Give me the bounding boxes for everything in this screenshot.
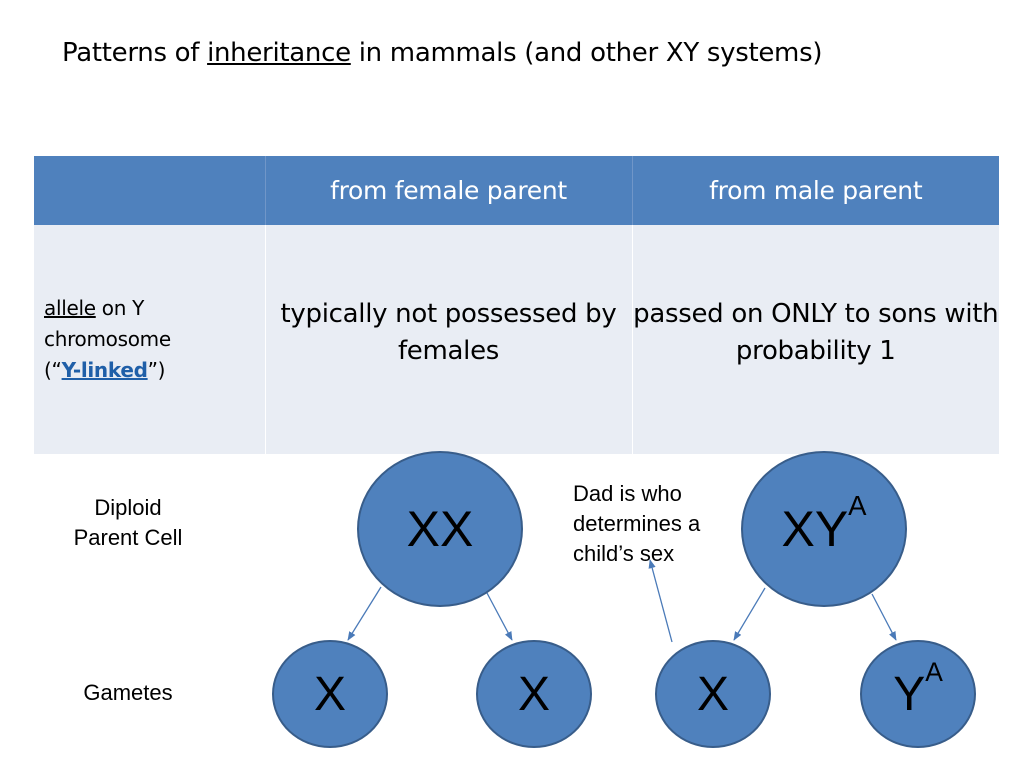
row-label-line2: chromosome: [44, 327, 171, 351]
gamete-1-text: X: [313, 667, 346, 721]
gamete-3: X: [655, 640, 771, 748]
title-suffix: in mammals (and other XY systems): [350, 38, 823, 68]
diploid-parent-cell-label: Diploid Parent Cell: [58, 493, 198, 553]
gamete-1: X: [272, 640, 388, 748]
parent-female-text: XX: [406, 501, 474, 557]
parent-cell-male: XYA: [741, 451, 907, 607]
cell-male: passed on ONLY to sons with probability …: [632, 225, 999, 454]
cell-female: typically not possessed by females: [265, 225, 633, 454]
header-empty: [34, 156, 266, 225]
gamete-2: X: [476, 640, 592, 748]
table-row: allele on Y chromosome (“Y-linked”) typica…: [34, 225, 999, 454]
parent-male-label: XYA: [781, 490, 866, 558]
gamete-4: YA: [860, 640, 976, 748]
table-header-row: from female parent from male parent: [34, 156, 999, 225]
diploid-label-line2: Parent Cell: [73, 525, 183, 550]
gamete-3-label: X: [697, 667, 729, 722]
row-label-close: ”): [147, 358, 166, 382]
arrow-to-note: [648, 559, 673, 643]
diploid-label-line1: Diploid: [94, 495, 162, 520]
title-underlined-term: inheritance: [207, 38, 351, 68]
arrow-xx-to-gamete-2: [486, 592, 513, 641]
arrow-xy-to-gamete-4: [871, 593, 897, 641]
header-male-parent: from male parent: [632, 156, 999, 225]
row-label-open: (“: [44, 358, 62, 382]
parent-male-text: XY: [781, 501, 849, 557]
gamete-4-text: Y: [893, 667, 926, 721]
parent-male-sup: A: [848, 490, 867, 522]
inheritance-table: from female parent from male parent alle…: [34, 156, 999, 454]
gamete-2-text: X: [517, 667, 550, 721]
arrow-xy-to-gamete-3: [733, 587, 766, 641]
slide-title: Patterns of inheritance in mammals (and …: [62, 38, 822, 68]
gamete-4-sup: A: [925, 657, 943, 688]
dad-note: Dad is who determines a child’s sex: [573, 481, 701, 566]
parent-female-label: XX: [407, 500, 474, 558]
y-linked-link[interactable]: Y-linked: [61, 358, 148, 382]
row-header-y-allele: allele on Y chromosome (“Y-linked”): [34, 225, 266, 454]
gamete-4-label: YA: [893, 657, 943, 722]
row-label-rest: on Y: [95, 296, 145, 320]
header-female-parent: from female parent: [265, 156, 633, 225]
gamete-3-text: X: [696, 667, 729, 721]
parent-cell-female: XX: [357, 451, 523, 607]
arrow-xx-to-gamete-1: [347, 586, 382, 641]
gamete-1-label: X: [314, 667, 346, 722]
gametes-label: Gametes: [83, 680, 173, 705]
gamete-2-label: X: [518, 667, 550, 722]
title-prefix: Patterns of: [62, 38, 208, 68]
allele-term: allele: [44, 296, 96, 320]
